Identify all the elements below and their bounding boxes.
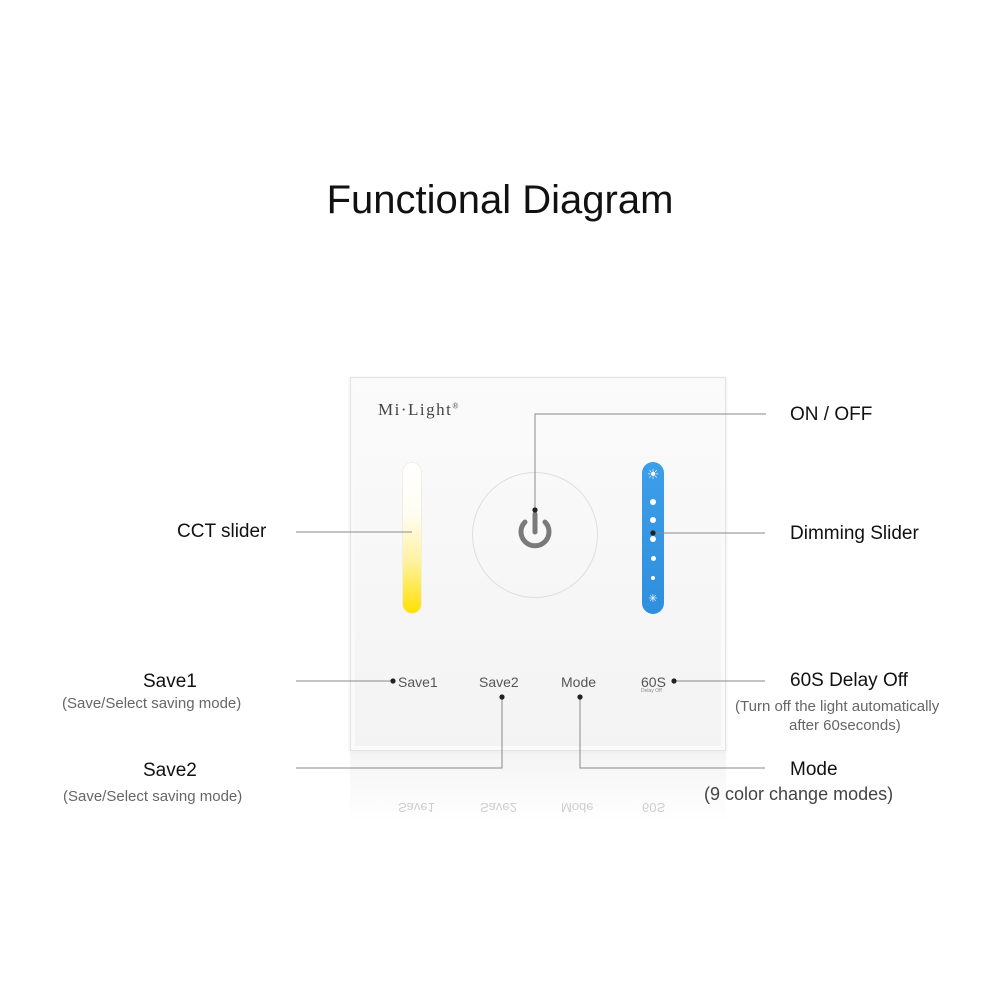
leader-mode [579,697,765,769]
dimming-level-dot [650,536,656,542]
callout-save2-desc: (Save/Select saving mode) [63,788,243,805]
cct-slider[interactable] [402,462,422,614]
sun-icon: ☀ [646,466,660,482]
diagram-title: Functional Diagram [326,178,674,222]
panel-reflection [350,752,726,822]
dimming-level-dot [651,576,655,580]
anchor-dot [650,530,656,536]
callout-delay-desc-2: after 60seconds) [789,717,901,734]
callout-mode-title: Mode [790,759,838,780]
callout-on-off: ON / OFF [790,404,873,425]
callout-save1-title: Save1 [143,671,197,692]
brand-text: Mi·Light [378,400,453,419]
callout-delay-title: 60S Delay Off [790,670,908,691]
save1-button[interactable]: Save1 [398,674,438,690]
callout-cct-slider: CCT slider [177,521,267,542]
power-icon[interactable] [513,508,557,556]
anchor-dot [532,507,538,513]
delay-off-button[interactable]: 60S [641,674,666,690]
leader-save2 [296,697,503,769]
brand-logo: Mi·Light® [378,400,460,420]
dimming-level-dot [651,556,656,561]
callout-dimming-slider: Dimming Slider [790,523,919,544]
dimming-level-dot [650,499,656,505]
callout-mode-desc: (9 color change modes) [704,784,894,804]
callout-save1-desc: (Save/Select saving mode) [62,695,242,712]
mode-button[interactable]: Mode [561,674,597,690]
sun-low-icon: ✳ [648,593,658,605]
save2-button[interactable]: Save2 [479,674,519,690]
anchor-dot [671,678,677,684]
dimming-level-dot [650,517,656,523]
callout-delay-desc-1: (Turn off the light automatically [735,698,940,715]
anchor-dot [390,678,396,684]
leader-on-off [534,413,766,510]
anchor-dot [577,694,583,700]
callout-save2-title: Save2 [143,760,197,781]
anchor-dot [499,694,505,700]
delay-off-sublabel: Delay Off [641,688,662,694]
brand-mark: ® [452,401,460,411]
